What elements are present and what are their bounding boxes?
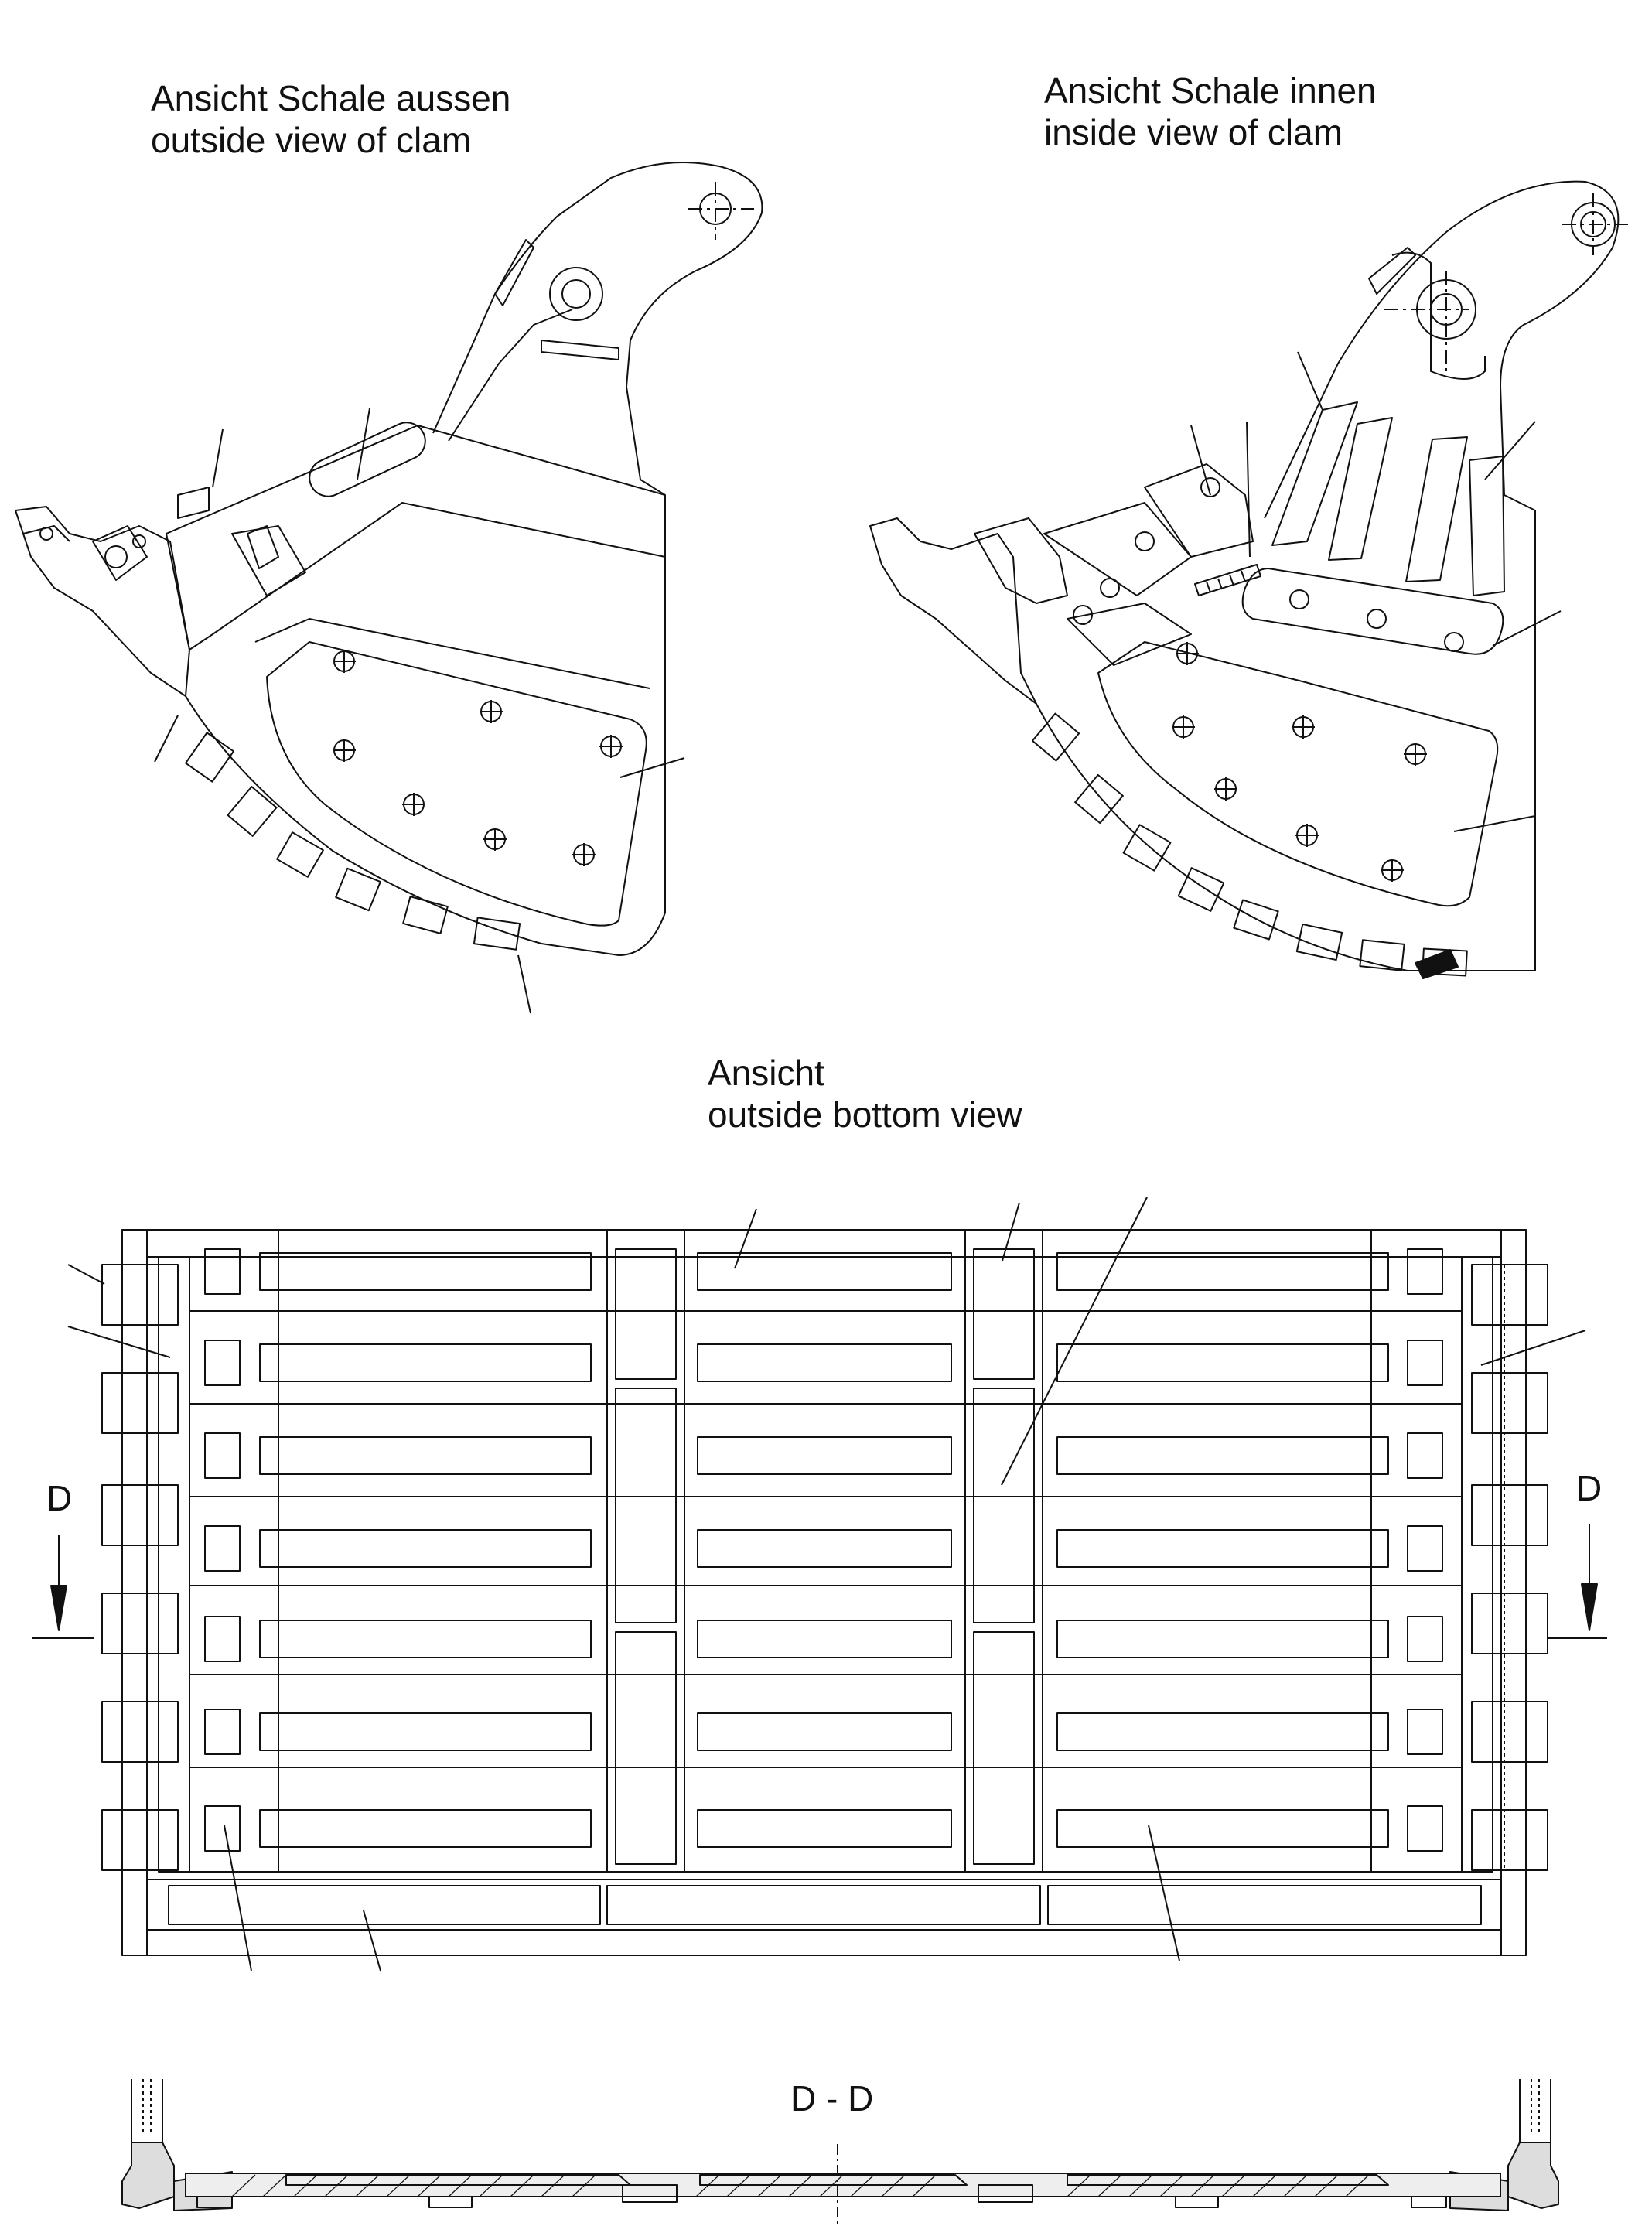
inside-clam-caption-de: Ansicht Schale innen — [1044, 70, 1377, 111]
outside-clam-caption: Ansicht Schale aussen outside view of cl… — [151, 77, 510, 161]
section-marker-right: D — [1576, 1468, 1603, 1508]
section-d-d-drawing — [121, 2079, 1559, 2226]
bottom-view-caption-en: outside bottom view — [708, 1094, 1022, 1135]
inside-clam-caption: Ansicht Schale innen inside view of clam — [1044, 70, 1377, 153]
outside-clam-caption-en: outside view of clam — [151, 120, 472, 160]
outside-clam-caption-de: Ansicht Schale aussen — [151, 78, 511, 118]
inside-clam-caption-en: inside view of clam — [1044, 112, 1343, 152]
bottom-view-caption: Ansicht outside bottom view — [708, 1052, 1022, 1135]
bottom-view-caption-de: Ansicht — [708, 1053, 824, 1093]
section-marker-left: D — [46, 1478, 73, 1518]
inside-clam-drawing — [869, 180, 1628, 979]
section-d-d-title: D - D — [790, 2078, 874, 2118]
outside-clam-drawing — [15, 162, 763, 1014]
bottom-view-drawing — [32, 1197, 1607, 1972]
